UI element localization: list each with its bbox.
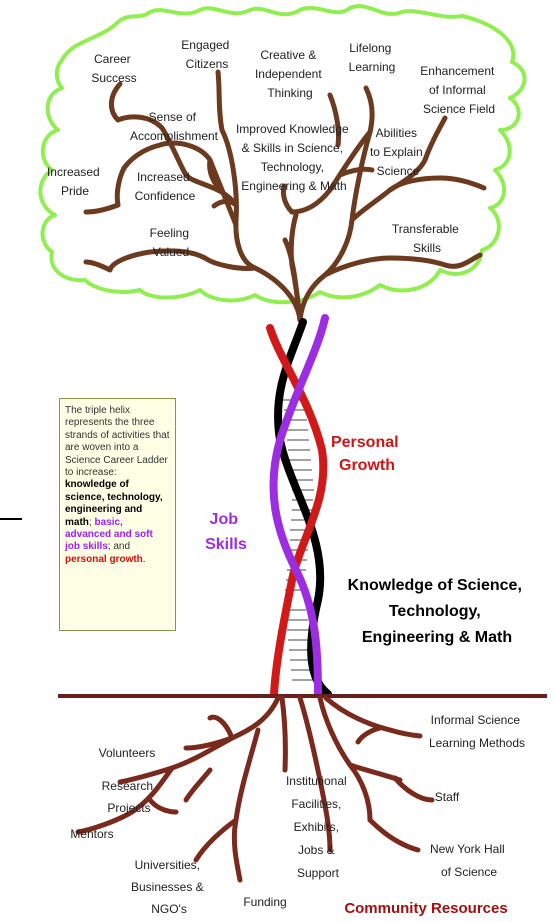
legend-knowledge: knowledge of science, technology, engine… — [65, 479, 163, 528]
label-increased-confidence: Increased Confidence — [135, 170, 196, 203]
legend-personal-growth: personal growth — [65, 553, 143, 565]
canopy-outline — [38, 4, 527, 305]
label-personal-growth: Personal Growth — [331, 434, 403, 474]
label-research-projects: Research Projects — [102, 779, 157, 815]
label-universities-businesses-ngos: Universities, Businesses & NGO's — [131, 858, 207, 916]
triple-helix — [266, 314, 332, 698]
legend-separator-1: ; — [88, 516, 95, 528]
label-new-york-hall-of-science: New York Hall of Science — [430, 842, 508, 879]
helix-strand-black — [274, 318, 332, 698]
label-increased-pride: Increased Pride — [47, 165, 103, 198]
label-knowledge-stem: Knowledge of Science, Technology, Engine… — [348, 577, 527, 646]
label-abilities-to-explain-science: Abilities to Explain Science — [370, 126, 426, 178]
label-improved-knowledge-skills: Improved Knowledge & Skills in Science, … — [236, 122, 352, 193]
tree-branches — [83, 69, 487, 323]
helix-legend-box: The triple helix represents the three st… — [59, 398, 176, 631]
label-mentors: Mentors — [70, 827, 113, 841]
legend-end: . — [142, 553, 146, 565]
legend-separator-2: ; and — [107, 541, 131, 553]
left-edge-dash — [0, 518, 22, 520]
label-staff: Staff — [435, 790, 460, 804]
helix-strand-red — [266, 324, 328, 698]
label-volunteers: Volunteers — [99, 746, 156, 760]
label-sense-of-accomplishment: Sense of Accomplishment — [130, 110, 219, 143]
helix-strand-purple — [269, 314, 329, 698]
label-job-skills: Job Skills — [205, 511, 247, 553]
legend-job-skills: basic, advanced and soft job skills — [65, 516, 153, 553]
label-transferable-skills: Transferable Skills — [392, 222, 462, 255]
label-feeling-valued: Feeling Valued — [150, 226, 193, 259]
label-lifelong-learning: Lifelong Learning — [349, 41, 396, 74]
label-engaged-citizens: Engaged Citizens — [181, 38, 232, 71]
label-informal-science-learning-methods: Informal Science Learning Methods — [429, 713, 525, 750]
tree-roots — [75, 695, 435, 883]
label-institutional-facilities: Institutional Facilities, Exhibits, Jobs… — [286, 774, 350, 880]
label-community-resources: Community Resources — [344, 900, 507, 917]
label-enhancement-informal-science-field: Enhancement of Informal Science Field — [420, 64, 497, 116]
legend-intro: The triple helix represents the three st… — [65, 405, 170, 479]
label-funding: Funding — [243, 895, 286, 909]
label-creative-independent-thinking: Creative & Independent Thinking — [255, 48, 325, 100]
label-career-success: Career Success — [91, 52, 136, 85]
